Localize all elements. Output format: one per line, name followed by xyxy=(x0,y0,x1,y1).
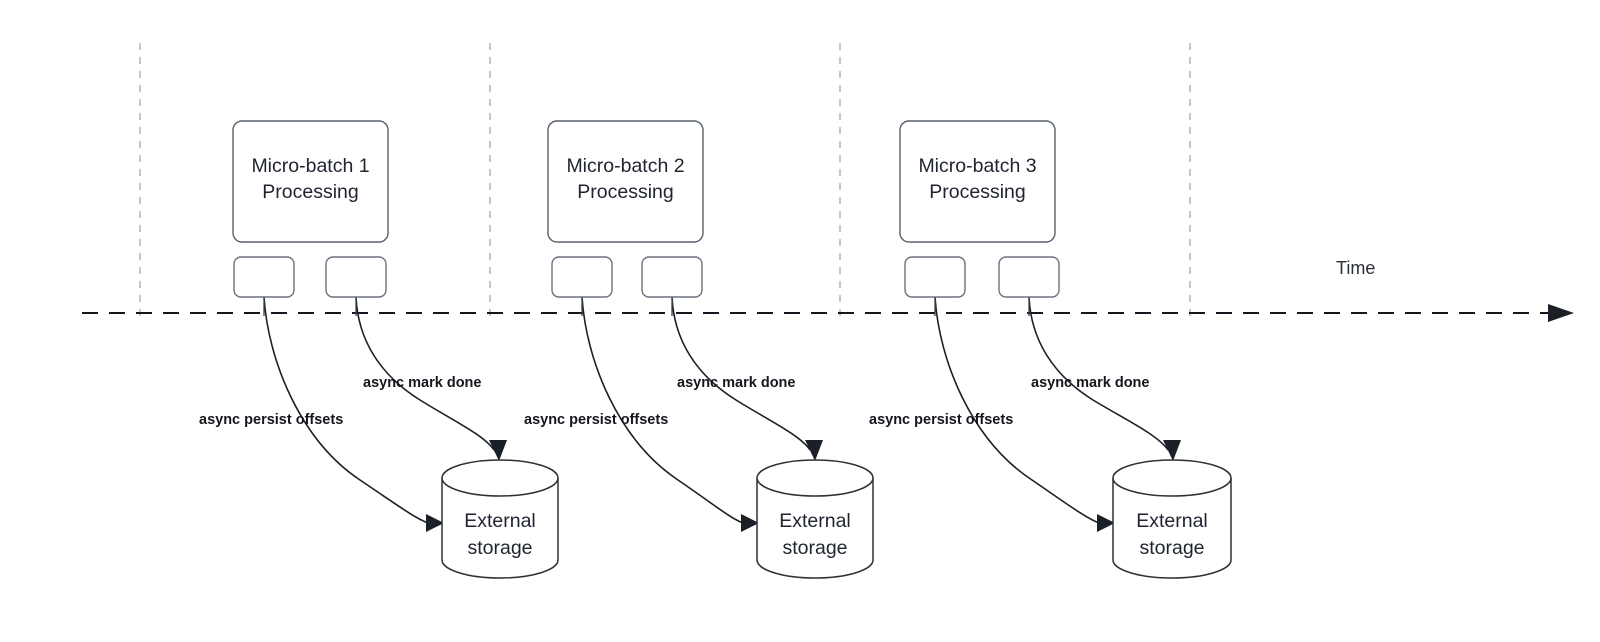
edge-label-mark-done-1: async mark done xyxy=(363,375,481,391)
timeline-axis xyxy=(82,304,1574,322)
storage-cylinder-body-2 xyxy=(756,478,874,579)
process-box-micro-batch-1[interactable] xyxy=(232,120,389,243)
flow-mark-done-2 xyxy=(671,296,811,451)
flow-arrowhead-markdone-3 xyxy=(1163,440,1181,461)
flow-persist-offsets-2 xyxy=(581,296,744,524)
storage-cylinder-body-3 xyxy=(1112,478,1232,579)
edge-label-persist-offsets-3: async persist offsets xyxy=(869,412,1013,428)
storage-cylinder-top-2 xyxy=(756,459,874,497)
task-box-2b[interactable] xyxy=(641,256,703,298)
storage-label-line2-2: storage xyxy=(782,537,847,559)
storage-label-line1-1: External xyxy=(464,510,536,532)
process-box-micro-batch-2[interactable] xyxy=(547,120,704,243)
flow-arrowhead-persist-1 xyxy=(426,514,444,532)
timeline-arrowhead-icon xyxy=(1548,304,1574,322)
storage-cylinder-top-3 xyxy=(1112,459,1232,497)
flow-persist-offsets-1 xyxy=(263,296,429,524)
storage-cylinder-2[interactable]: External storage xyxy=(756,459,874,579)
task-box-1b[interactable] xyxy=(325,256,387,298)
timeline-tick-lines xyxy=(139,43,1191,318)
storage-cylinder-body-1 xyxy=(441,478,559,579)
process-box-label-line2-1: Processing xyxy=(262,181,358,203)
flow-mark-done-1 xyxy=(355,296,495,451)
process-box-label-line1-3: Micro-batch 3 xyxy=(918,155,1036,177)
group-micro-batch-2: Micro-batch 2 Processing External storag… xyxy=(524,120,874,579)
storage-label-line2-1: storage xyxy=(467,537,532,559)
process-box-micro-batch-3[interactable] xyxy=(899,120,1056,243)
edge-label-persist-offsets-2: async persist offsets xyxy=(524,412,668,428)
storage-label-line2-3: storage xyxy=(1139,537,1204,559)
storage-cylinder-1[interactable]: External storage xyxy=(441,459,559,579)
process-box-label-line1-2: Micro-batch 2 xyxy=(566,155,684,177)
process-box-label-line1-1: Micro-batch 1 xyxy=(251,155,369,177)
flow-arrowhead-persist-2 xyxy=(741,514,759,532)
task-box-1a[interactable] xyxy=(233,256,295,298)
edge-label-mark-done-3: async mark done xyxy=(1031,375,1149,391)
flow-arrowhead-markdone-2 xyxy=(805,440,823,461)
task-box-2a[interactable] xyxy=(551,256,613,298)
storage-label-line1-3: External xyxy=(1136,510,1208,532)
storage-cylinder-top-1 xyxy=(441,459,559,497)
storage-label-line1-2: External xyxy=(779,510,851,532)
flow-mark-done-3 xyxy=(1028,296,1169,451)
flow-arrowhead-markdone-1 xyxy=(489,440,507,461)
flow-persist-offsets-3 xyxy=(934,296,1100,524)
process-box-label-line2-2: Processing xyxy=(577,181,673,203)
timeline-axis-label: Time xyxy=(1336,258,1375,278)
process-box-label-line2-3: Processing xyxy=(929,181,1025,203)
task-box-3b[interactable] xyxy=(998,256,1060,298)
group-micro-batch-3: Micro-batch 3 Processing External storag… xyxy=(869,120,1232,579)
task-box-3a[interactable] xyxy=(904,256,966,298)
group-micro-batch-1: Micro-batch 1 Processing External storag… xyxy=(199,120,559,579)
edge-label-mark-done-2: async mark done xyxy=(677,375,795,391)
edge-label-persist-offsets-1: async persist offsets xyxy=(199,412,343,428)
storage-cylinder-3[interactable]: External storage xyxy=(1112,459,1232,579)
flow-arrowhead-persist-3 xyxy=(1097,514,1115,532)
